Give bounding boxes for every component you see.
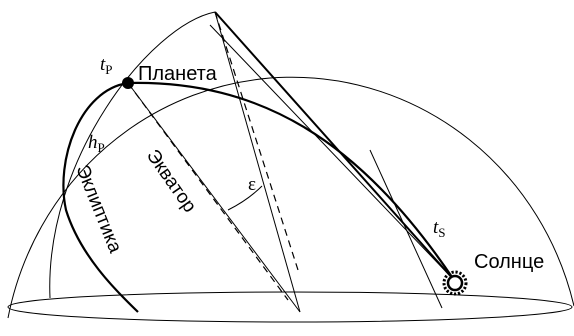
triangle-line-right bbox=[214, 11, 455, 281]
planet-label: Планета bbox=[138, 63, 218, 85]
celestial-sphere-outline bbox=[7, 76, 574, 319]
t-p-main: t bbox=[100, 54, 106, 75]
sun-ray-ring bbox=[442, 270, 468, 296]
t-p-sub: P bbox=[105, 62, 112, 77]
epsilon-angle-arc bbox=[227, 185, 263, 211]
equator-line-outer bbox=[127, 82, 301, 313]
triangle-dashed-line bbox=[214, 11, 299, 271]
sun-label: Солнце bbox=[474, 251, 544, 273]
ecliptic-arc bbox=[62, 81, 139, 313]
equator-line-inner bbox=[127, 82, 289, 301]
triangle-line-left bbox=[214, 11, 301, 313]
t-s-label: tS bbox=[433, 217, 446, 240]
horizon-ellipse bbox=[7, 291, 573, 323]
planet-marker bbox=[122, 77, 134, 89]
t-s-sub: S bbox=[438, 225, 445, 240]
sun-marker bbox=[442, 270, 468, 296]
h-p-sub: P bbox=[98, 140, 105, 155]
meridian-arc bbox=[49, 11, 216, 299]
t-p-label: tP bbox=[100, 54, 113, 77]
sun-disk bbox=[446, 274, 464, 292]
h-p-main: h bbox=[88, 132, 98, 153]
equator-parallel-line bbox=[209, 24, 455, 281]
equator-label: Экватор bbox=[142, 146, 200, 217]
sun-vertical-line bbox=[369, 149, 443, 309]
h-p-label: hP bbox=[88, 132, 105, 155]
epsilon-label: ε bbox=[248, 174, 256, 195]
planet-sun-arc bbox=[127, 81, 455, 281]
t-s-main: t bbox=[433, 217, 439, 238]
